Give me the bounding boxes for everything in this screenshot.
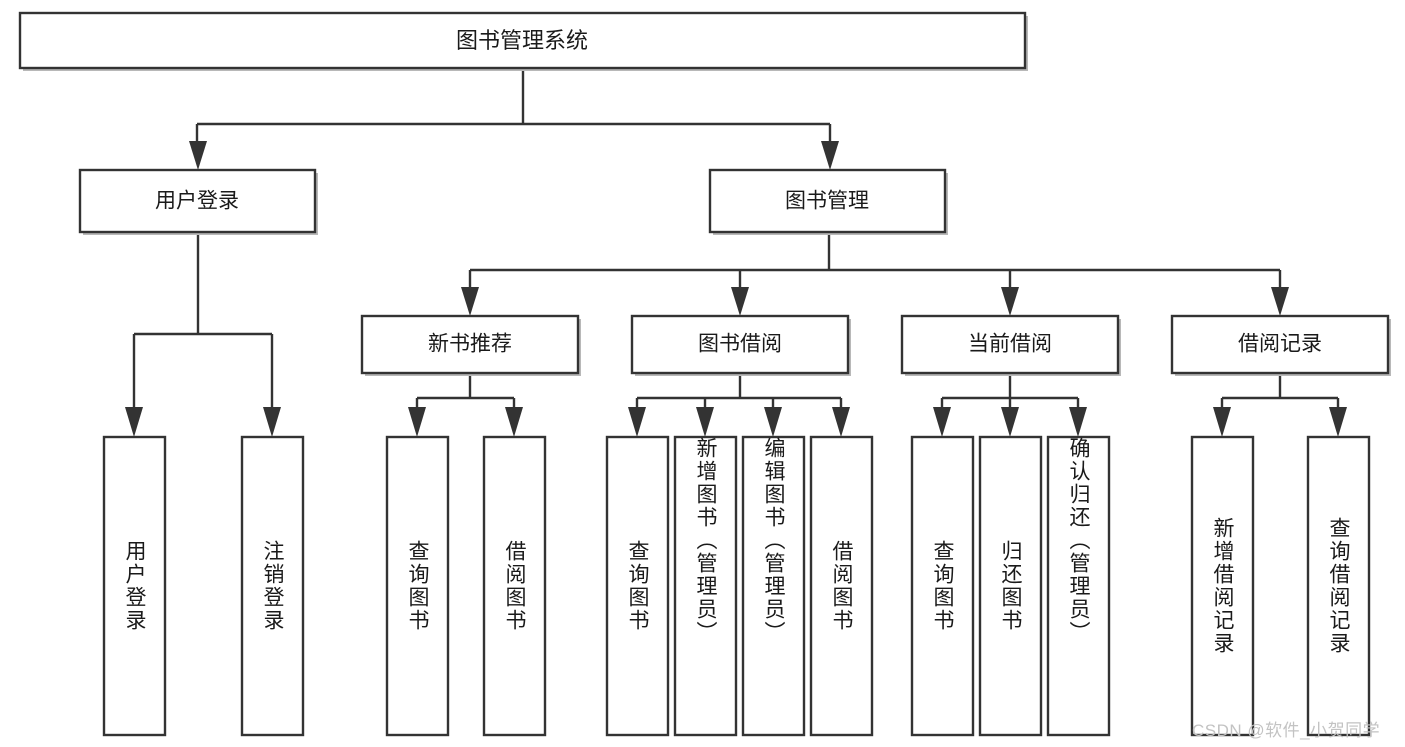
node-user-login[interactable]: 用户登录 <box>78 168 318 235</box>
leaf-box-add-book[interactable] <box>673 435 738 737</box>
leaf-box-return-book[interactable] <box>978 435 1043 737</box>
arrow-to-leaf-edit-book <box>764 407 782 437</box>
connector-group <box>132 70 1340 408</box>
leaf-box-user-login[interactable] <box>102 435 167 737</box>
arrow-to-leaf-add-book <box>696 407 714 437</box>
node-current-borrow[interactable]: 当前借阅 <box>900 314 1121 376</box>
borrow-record-label: 借阅记录 <box>1238 333 1322 356</box>
leaf-box-logout[interactable] <box>240 435 305 737</box>
leaf-box-query-book-2[interactable] <box>605 435 670 737</box>
leaf-box-confirm-return[interactable] <box>1046 435 1111 737</box>
arrow-to-leaf-query-book-2 <box>628 407 646 437</box>
node-book-borrow[interactable]: 图书借阅 <box>630 314 851 376</box>
borrow-record-box <box>1170 314 1390 375</box>
arrow-to-borrow-record <box>1271 287 1289 316</box>
arrow-to-current-borrow <box>1001 287 1019 316</box>
node-root-system[interactable]: 图书管理系统 <box>18 11 1028 71</box>
arrowhead-group <box>125 141 1347 437</box>
arrow-to-leaf-borrow-book-2 <box>832 407 850 437</box>
current-borrow-label: 当前借阅 <box>968 333 1052 356</box>
leaf-box-borrow-book-2[interactable] <box>809 435 874 737</box>
arrow-to-leaf-query-book-1 <box>408 407 426 437</box>
leaf-box-edit-book[interactable] <box>741 435 806 737</box>
arrow-to-leaf-add-record <box>1213 407 1231 437</box>
node-new-book-recommend[interactable]: 新书推荐 <box>360 314 581 376</box>
arrow-to-leaf-confirm-return <box>1069 407 1087 437</box>
arrow-to-leaf-borrow-book-1 <box>505 407 523 437</box>
leaf-box-add-record[interactable] <box>1190 435 1255 737</box>
arrow-to-leaf-query-book-3 <box>933 407 951 437</box>
book-borrow-box <box>630 314 850 375</box>
leaf-box-query-book-1[interactable] <box>385 435 450 737</box>
leaf-box-query-record[interactable] <box>1306 435 1371 737</box>
book-borrow-label: 图书借阅 <box>698 333 782 356</box>
book-management-box <box>708 168 947 234</box>
watermark-text: CSDN @软件_小贺同学 <box>1192 721 1381 740</box>
new-book-box <box>360 314 580 375</box>
arrow-to-leaf-return-book <box>1001 407 1019 437</box>
arrow-to-user-login <box>189 141 207 170</box>
node-borrow-record[interactable]: 借阅记录 <box>1170 314 1391 376</box>
arrow-to-leaf-user-login <box>125 407 143 437</box>
leaf-box-borrow-book-1[interactable] <box>482 435 547 737</box>
arrow-to-leaf-query-record <box>1329 407 1347 437</box>
root-box <box>18 11 1027 70</box>
arrow-to-book-borrow <box>731 287 749 316</box>
arrow-to-book-mgmt <box>821 141 839 170</box>
root-label: 图书管理系统 <box>456 28 588 53</box>
new-book-label: 新书推荐 <box>428 333 512 356</box>
leaf-box-query-book-3[interactable] <box>910 435 975 737</box>
arrow-to-leaf-logout <box>263 407 281 437</box>
book-management-label: 图书管理 <box>785 190 869 213</box>
current-borrow-box <box>900 314 1120 375</box>
user-login-box <box>78 168 317 234</box>
arrow-to-new-book <box>461 287 479 316</box>
user-login-label: 用户登录 <box>155 190 239 213</box>
node-book-management[interactable]: 图书管理 <box>708 168 948 235</box>
leaf-box-group <box>102 435 1371 737</box>
